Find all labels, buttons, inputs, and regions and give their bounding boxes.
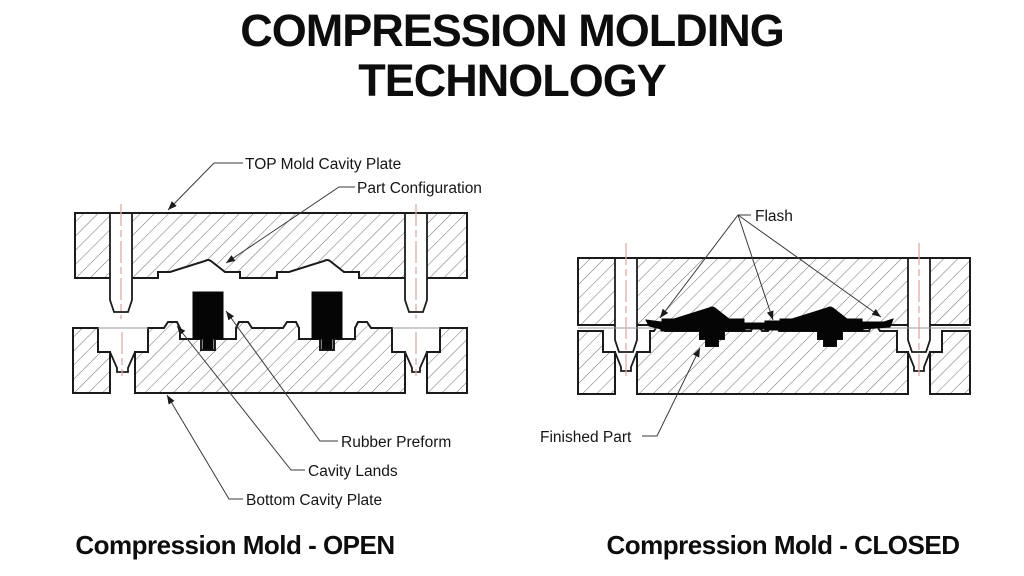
rubber-preform-left <box>192 291 224 350</box>
caption-open-mold: Compression Mold - OPEN <box>75 530 394 560</box>
label-bottom-cavity-plate: Bottom Cavity Plate <box>246 492 382 509</box>
closed-bottom-block-right <box>929 330 971 395</box>
leader-rubber-preform <box>225 310 338 442</box>
finished-part-left <box>660 306 746 347</box>
page-title-line2: TECHNOLOGY <box>358 55 667 106</box>
closed-bottom-cavity-plate <box>636 325 909 395</box>
page-title: COMPRESSION MOLDING TECHNOLOGY <box>0 6 1024 106</box>
closed-guide-pin-left <box>614 259 638 353</box>
closed-top-mold-cavity-plate <box>577 257 971 326</box>
page-title-line1: COMPRESSION MOLDING <box>240 5 785 56</box>
rubber-preform-right <box>311 291 343 350</box>
closed-guide-pin-right <box>907 259 931 353</box>
label-cavity-lands: Cavity Lands <box>308 463 398 480</box>
leader-finished-part <box>642 347 701 437</box>
leader-part-configuration <box>225 186 355 264</box>
open-mold-diagram: TOP Mold Cavity Plate Part Configuration… <box>72 156 482 560</box>
leader-flash-2 <box>737 214 774 321</box>
open-bottom-block-right <box>426 327 468 394</box>
leader-bottom-plate <box>166 394 243 500</box>
leader-cavity-lands <box>176 325 305 471</box>
label-top-mold-cavity-plate: TOP Mold Cavity Plate <box>245 156 401 173</box>
open-bottom-block-left <box>72 327 111 394</box>
label-finished-part: Finished Part <box>540 429 632 446</box>
leader-flash-3 <box>737 214 882 318</box>
closed-mold-diagram: Flash Finished Part Compression Mold - C… <box>540 208 971 560</box>
label-rubber-preform: Rubber Preform <box>341 434 451 451</box>
finished-part-right <box>778 306 864 347</box>
leader-top-plate <box>167 162 243 211</box>
label-flash: Flash <box>755 208 793 225</box>
open-top-mold-cavity-plate <box>74 212 468 279</box>
label-part-configuration: Part Configuration <box>357 180 482 197</box>
open-bottom-cavity-plate <box>134 321 406 394</box>
closed-bottom-block-left <box>577 330 616 395</box>
caption-closed-mold: Compression Mold - CLOSED <box>607 530 960 560</box>
